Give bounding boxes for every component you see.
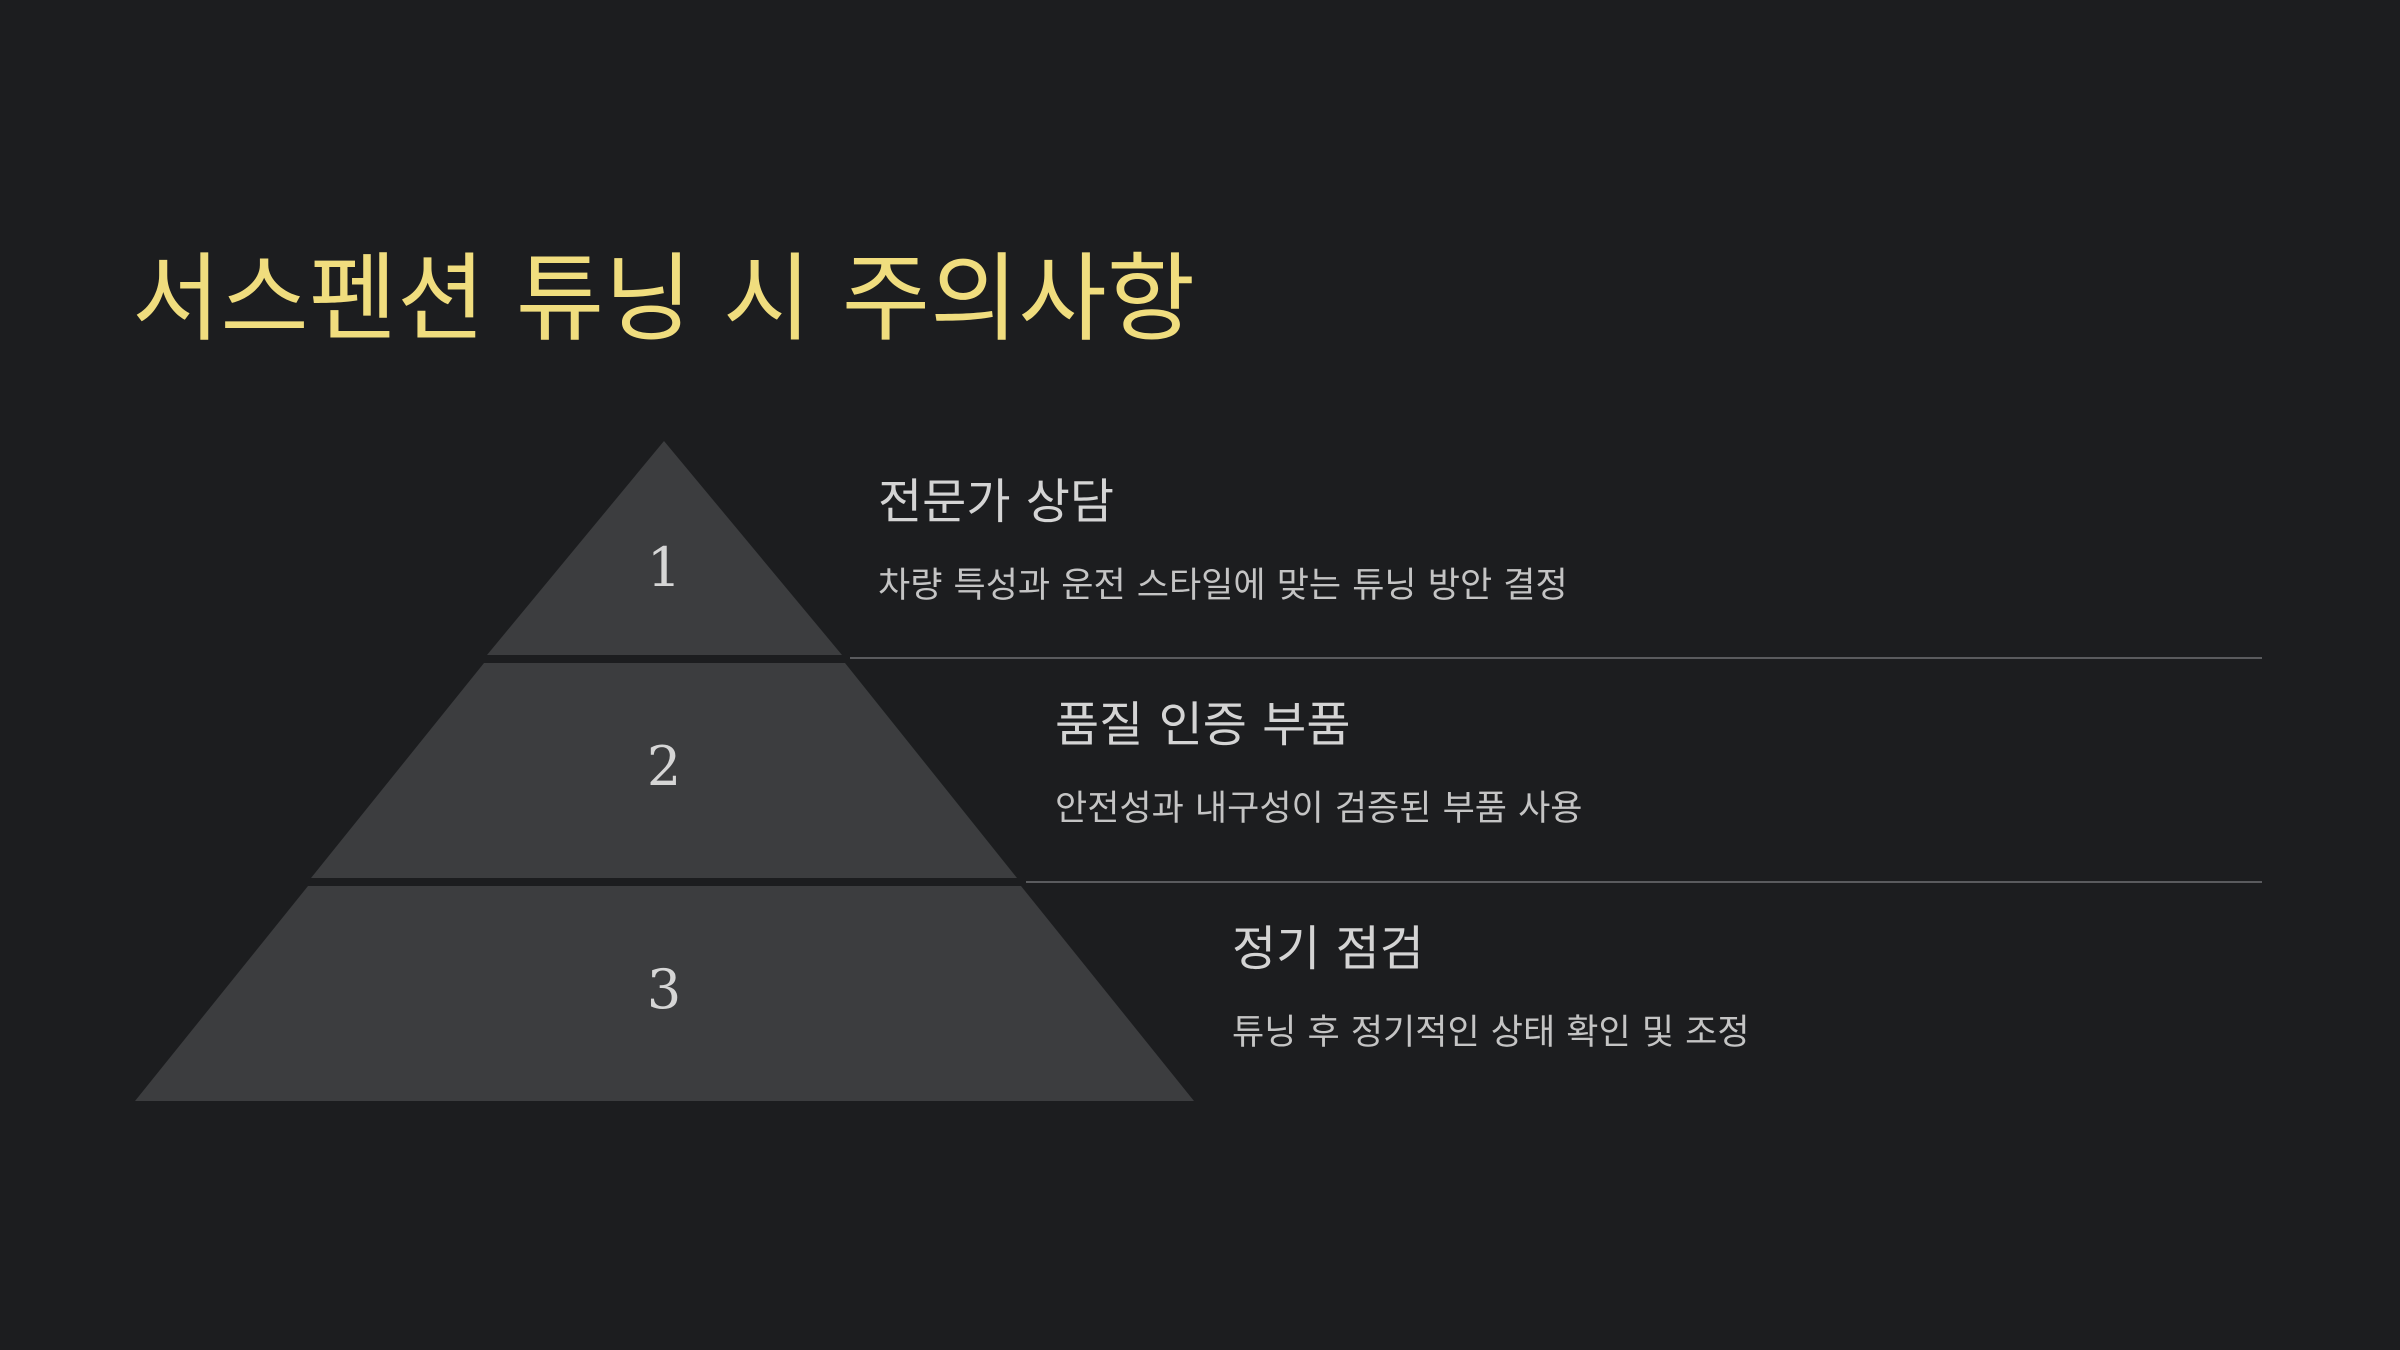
tier-3-text: 정기 점검 튜닝 후 정기적인 상태 확인 및 조정 <box>1232 921 1750 1055</box>
tier-2-description: 안전성과 내구성이 검증된 부품 사용 <box>1055 789 1583 829</box>
tier-1-heading: 전문가 상담 <box>878 474 1115 530</box>
pyramid-tier-2 <box>311 663 1017 878</box>
tier-number-1: 1 <box>647 536 681 599</box>
tier-2-text: 품질 인증 부품 안전성과 내구성이 검증된 부품 사용 <box>1055 697 1583 831</box>
tier-1-text: 전문가 상담 차량 특성과 운전 스타일에 맞는 튜닝 방안 결정 <box>878 474 1568 608</box>
slide-title: 서스펜션 튜닝 시 주의사항 <box>132 243 1196 355</box>
tier-2-heading: 품질 인증 부품 <box>1055 697 1351 753</box>
pyramid-tier-3 <box>135 886 1194 1101</box>
tier-number-2: 2 <box>647 735 681 798</box>
tier-1-description: 차량 특성과 운전 스타일에 맞는 튜닝 방안 결정 <box>878 566 1568 606</box>
pyramid-tier-1 <box>487 441 842 655</box>
tier-3-description: 튜닝 후 정기적인 상태 확인 및 조정 <box>1232 1013 1750 1053</box>
tier-3-heading: 정기 점검 <box>1232 921 1424 977</box>
tier-number-3: 3 <box>647 958 681 1021</box>
